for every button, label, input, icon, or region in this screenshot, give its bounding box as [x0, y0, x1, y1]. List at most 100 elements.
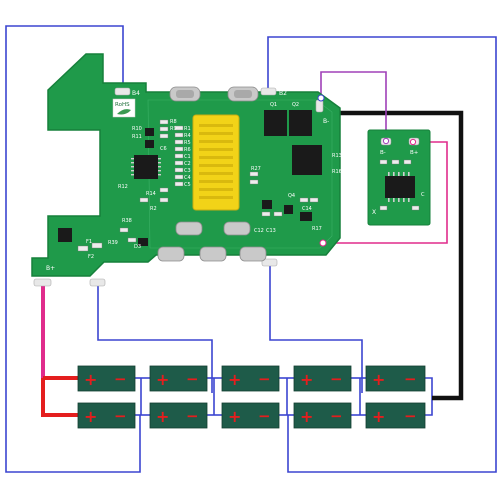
cell-plus: + — [372, 407, 385, 426]
label-b4: B4 — [132, 90, 140, 97]
module-label-bminus: B- — [380, 150, 386, 156]
cell-top-5: + − — [365, 365, 426, 392]
svg-text:C1: C1 — [184, 154, 191, 160]
svg-text:R13: R13 — [332, 153, 342, 159]
smd-dark-components — [58, 128, 312, 246]
leaf-icon — [117, 109, 131, 115]
svg-text:C5: C5 — [184, 182, 191, 188]
svg-text:R14: R14 — [146, 191, 156, 197]
pcb-silkscreen — [147, 99, 333, 249]
label-b3: B3 — [109, 281, 117, 288]
smd-components — [77, 119, 319, 252]
cell-minus: − — [404, 370, 417, 388]
cell-plus: + — [372, 370, 385, 389]
svg-text:R2: R2 — [150, 206, 157, 212]
svg-text:C3: C3 — [184, 168, 191, 174]
wire-black-bminus — [340, 110, 464, 401]
wire-purple-module — [320, 71, 387, 140]
battery-pack: + − + − + − + − + − + − — [77, 365, 426, 429]
terminal-blades-top — [169, 86, 259, 102]
wire-red-bplus — [41, 378, 78, 417]
cell-plus: + — [156, 370, 169, 389]
pad-b4 — [114, 87, 131, 96]
svg-text:R38: R38 — [122, 218, 132, 224]
mosfet-q4 — [292, 145, 322, 175]
bminus-terminal-dot — [317, 94, 325, 102]
svg-text:C6: C6 — [160, 146, 167, 152]
svg-text:R5: R5 — [184, 140, 191, 146]
module-smd — [379, 159, 420, 211]
cell-top-4: + − — [293, 365, 352, 392]
cell-plus: + — [228, 370, 241, 389]
label-bminus: B- — [323, 118, 329, 125]
svg-text:R27: R27 — [251, 166, 261, 172]
cell-plus: + — [84, 370, 97, 389]
svg-text:C12: C12 — [254, 228, 264, 234]
svg-text:R9: R9 — [170, 126, 177, 132]
cell-minus: − — [330, 370, 343, 388]
cell-minus: − — [404, 407, 417, 425]
designators: R8 R9 R1 R4 R5 R6 C1 C2 C3 C4 C5 C6 R12 … — [86, 102, 342, 260]
cell-minus: − — [258, 407, 271, 425]
svg-text:D3: D3 — [134, 244, 141, 250]
svg-text:R4: R4 — [184, 133, 191, 139]
cell-bottom-2: + − — [149, 402, 208, 429]
yellow-connector — [192, 114, 240, 211]
module-chip — [385, 172, 415, 202]
pad-b3 — [89, 278, 106, 287]
cell-plus: + — [156, 407, 169, 426]
module-x-mark: X — [372, 209, 376, 216]
balance-module: B- B+ X C — [367, 129, 431, 226]
svg-text:R11: R11 — [132, 134, 142, 140]
svg-text:F2: F2 — [88, 254, 94, 260]
cell-bottom-1: + − — [77, 402, 136, 429]
svg-text:R6: R6 — [184, 147, 191, 153]
module-c-mark: C — [421, 192, 425, 198]
svg-text:C2: C2 — [184, 161, 191, 167]
cell-minus: − — [330, 407, 343, 425]
svg-text:C13: C13 — [266, 228, 276, 234]
svg-text:C4: C4 — [184, 175, 191, 181]
cell-bottom-3: + − — [221, 402, 280, 429]
main-pcb: B4 B2 B- B1 B3 B+ RoHS — [31, 53, 342, 288]
svg-text:R1: R1 — [184, 126, 191, 132]
cell-minus: − — [186, 407, 199, 425]
module-pink-terminal-dot — [319, 239, 327, 247]
positive-wires — [41, 282, 78, 417]
cell-top-1: + − — [77, 365, 136, 392]
cell-minus: − — [186, 370, 199, 388]
svg-text:F1: F1 — [86, 239, 92, 245]
terminal-blades-bottom — [157, 221, 267, 262]
wire-b1 — [269, 262, 363, 393]
module-bminus-dot — [382, 137, 390, 145]
pad-bminus — [315, 99, 324, 113]
rohs-text: RoHS — [115, 102, 130, 108]
svg-text:C14: C14 — [302, 206, 312, 212]
mosfet-q2 — [289, 110, 312, 136]
cell-minus: − — [114, 370, 127, 388]
wire-b2 — [267, 36, 497, 473]
svg-text:R16: R16 — [332, 169, 342, 175]
connector-pins — [199, 124, 233, 199]
label-b1: B1 — [281, 260, 289, 267]
pad-b2 — [260, 87, 277, 96]
svg-text:R10: R10 — [132, 126, 142, 132]
module-label-bplus: B+ — [410, 150, 419, 156]
svg-text:R12: R12 — [118, 184, 128, 190]
svg-text:R39: R39 — [108, 240, 118, 246]
rohs-logo: RoHS — [112, 98, 136, 118]
wire-b4 — [5, 25, 141, 473]
cell-plus: + — [300, 407, 313, 426]
svg-text:R17: R17 — [312, 226, 322, 232]
pad-bplus — [33, 278, 52, 287]
wire-last-parallel — [425, 377, 433, 416]
cell-plus: + — [300, 370, 313, 389]
pad-b1 — [261, 258, 278, 267]
cell-top-2: + − — [149, 365, 208, 392]
cell-minus: − — [258, 370, 271, 388]
pcb-body — [31, 53, 341, 277]
mcu-chip — [131, 155, 161, 179]
cell-minus: − — [114, 407, 127, 425]
cell-bottom-5: + − — [365, 402, 426, 429]
